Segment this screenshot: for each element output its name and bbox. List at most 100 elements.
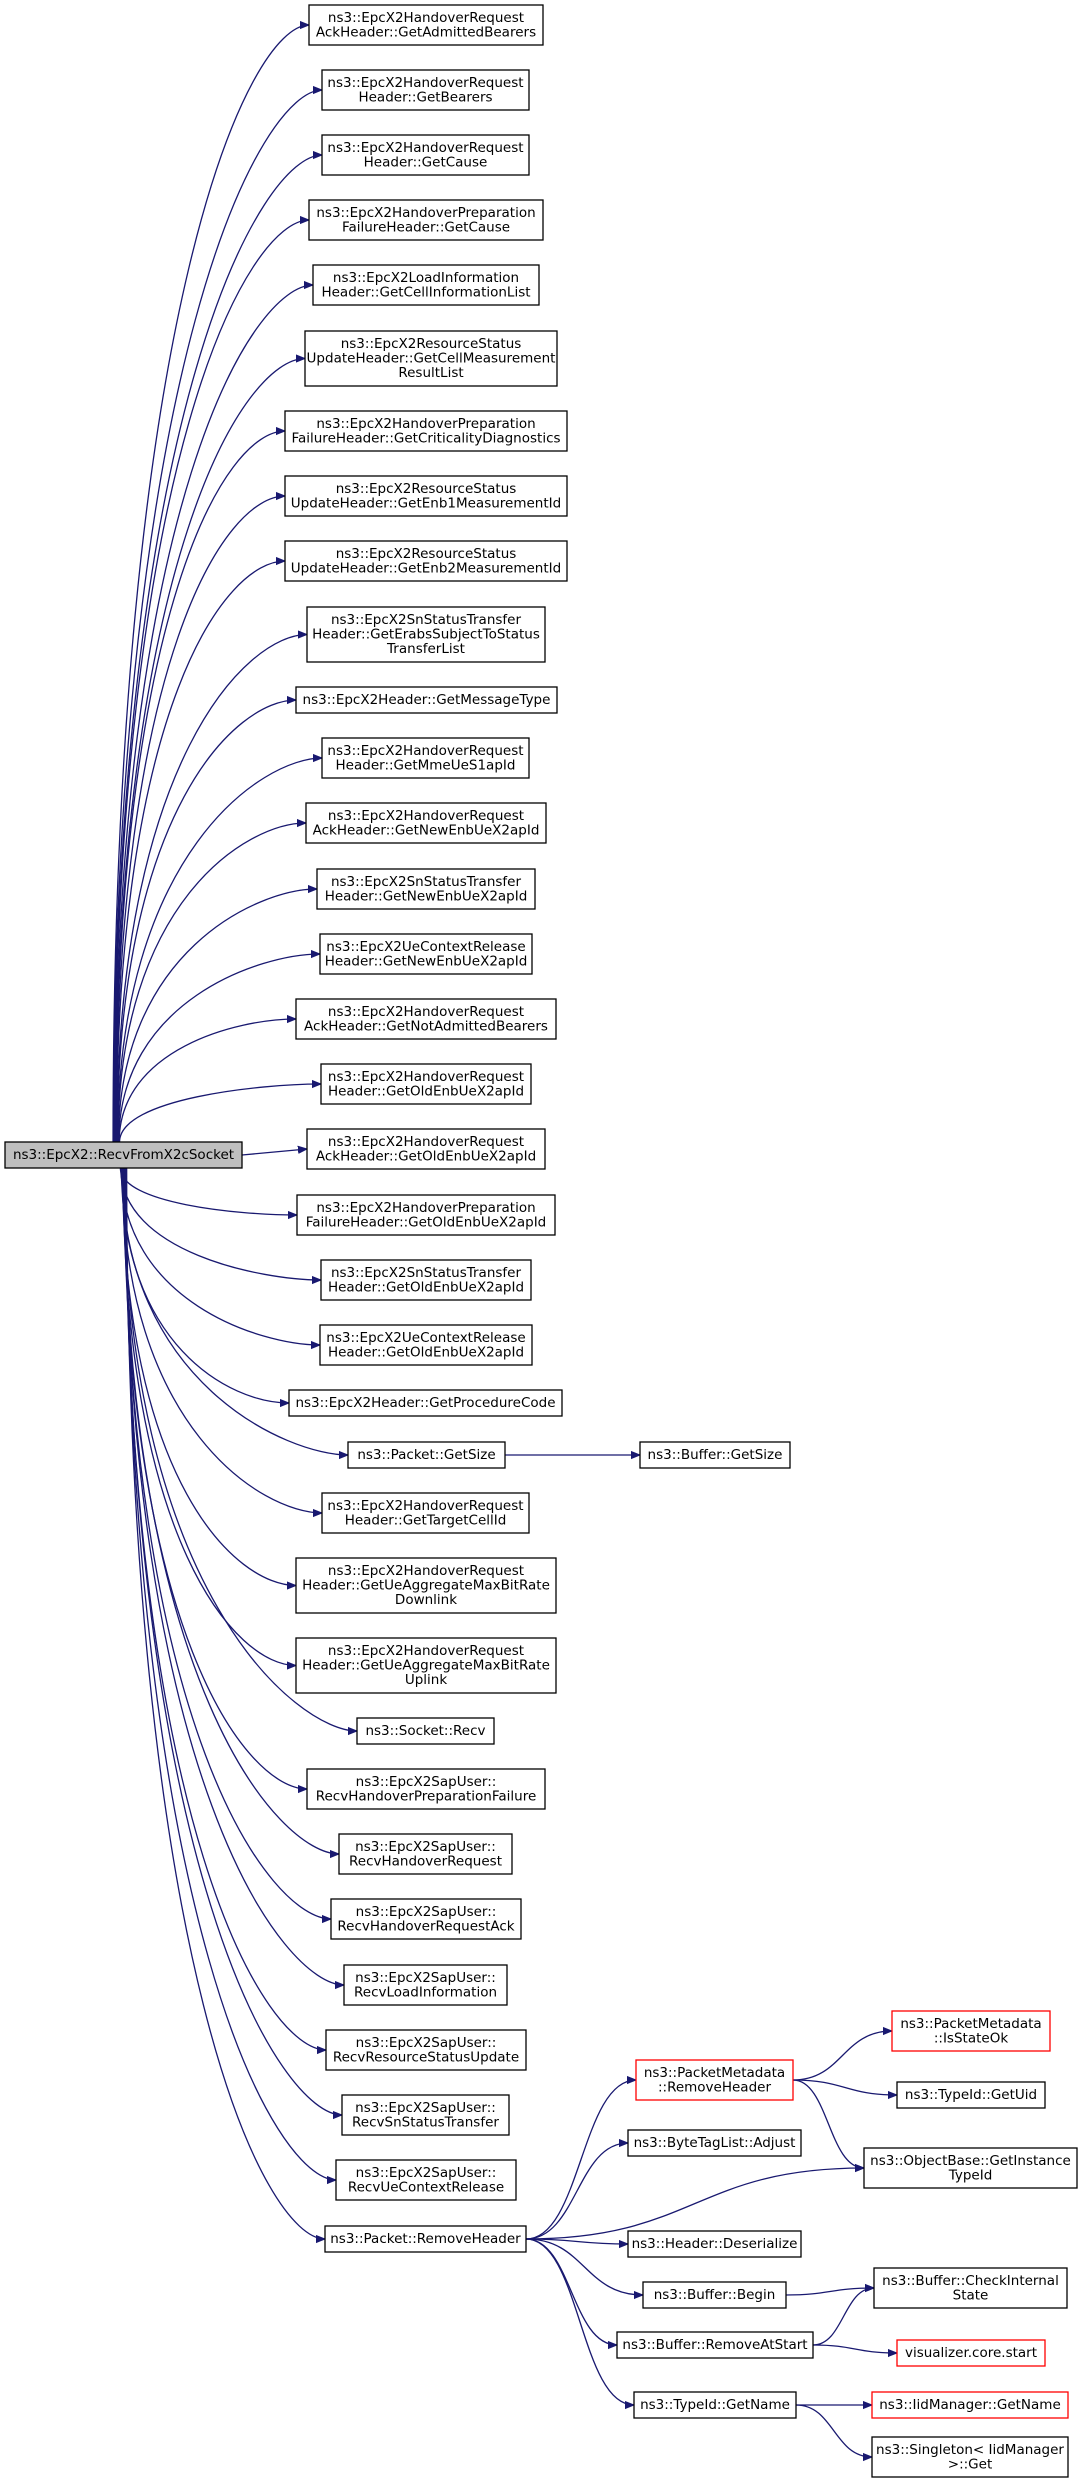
function-node[interactable]: ns3::TypeId::GetUid bbox=[896, 2081, 1046, 2109]
node-box[interactable] bbox=[633, 2391, 797, 2419]
node-box[interactable] bbox=[306, 1768, 546, 1810]
node-box[interactable] bbox=[295, 1637, 557, 1694]
function-node[interactable]: ns3::EpcX2SnStatusTransferHeader::GetEra… bbox=[306, 606, 546, 663]
node-box[interactable] bbox=[325, 2029, 527, 2071]
node-box[interactable] bbox=[319, 1324, 533, 1366]
function-node[interactable]: ns3::EpcX2Header::GetMessageType bbox=[295, 686, 558, 714]
function-node[interactable]: ns3::EpcX2SapUser::RecvHandoverRequest bbox=[338, 1833, 513, 1875]
node-box[interactable] bbox=[635, 2059, 794, 2101]
node-box[interactable] bbox=[330, 1898, 522, 1940]
function-node[interactable]: ns3::EpcX2HandoverRequestHeader::GetUeAg… bbox=[295, 1557, 557, 1614]
node-box[interactable] bbox=[343, 1964, 508, 2006]
function-node[interactable]: ns3::IidManager::GetName bbox=[871, 2391, 1069, 2419]
function-node[interactable]: ns3::EpcX2ResourceStatusUpdateHeader::Ge… bbox=[284, 475, 568, 517]
function-node[interactable]: ns3::EpcX2HandoverRequestHeader::GetMmeU… bbox=[321, 737, 530, 779]
function-node[interactable]: ns3::EpcX2SapUser::RecvHandoverPreparati… bbox=[306, 1768, 546, 1810]
node-box[interactable] bbox=[863, 2147, 1078, 2189]
node-box[interactable] bbox=[295, 1557, 557, 1614]
node-box[interactable] bbox=[616, 2331, 814, 2359]
function-node[interactable]: ns3::EpcX2LoadInformationHeader::GetCell… bbox=[312, 264, 540, 306]
function-node[interactable]: ns3::EpcX2HandoverPreparationFailureHead… bbox=[284, 410, 568, 452]
node-box[interactable] bbox=[627, 2129, 802, 2157]
node-box[interactable] bbox=[316, 868, 536, 910]
node-box[interactable] bbox=[873, 2267, 1068, 2309]
node-box[interactable] bbox=[347, 1441, 506, 1469]
function-node[interactable]: ns3::EpcX2SapUser::RecvResourceStatusUpd… bbox=[325, 2029, 527, 2071]
node-box[interactable] bbox=[871, 2436, 1069, 2478]
function-node[interactable]: ns3::EpcX2ResourceStatusUpdateHeader::Ge… bbox=[284, 540, 568, 582]
function-node[interactable]: ns3::EpcX2ResourceStatusUpdateHeader::Ge… bbox=[304, 330, 558, 387]
function-node[interactable]: ns3::EpcX2HandoverRequestAckHeader::GetO… bbox=[306, 1128, 546, 1170]
function-node[interactable]: ns3::EpcX2SapUser::RecvLoadInformation bbox=[343, 1964, 508, 2006]
node-box[interactable] bbox=[320, 1259, 532, 1301]
node-box[interactable] bbox=[295, 686, 558, 714]
node-box[interactable] bbox=[288, 1389, 563, 1417]
function-node[interactable]: ns3::EpcX2HandoverRequestAckHeader::GetA… bbox=[308, 4, 544, 46]
function-node[interactable]: ns3::Buffer::RemoveAtStart bbox=[616, 2331, 814, 2359]
node-box[interactable] bbox=[4, 1141, 243, 1169]
node-box[interactable] bbox=[304, 330, 558, 387]
function-node[interactable]: ns3::Packet::RemoveHeader bbox=[324, 2225, 527, 2253]
function-node[interactable]: ns3::EpcX2SapUser::RecvSnStatusTransfer bbox=[341, 2094, 510, 2136]
node-box[interactable] bbox=[896, 2339, 1046, 2367]
function-node[interactable]: ns3::Packet::GetSize bbox=[347, 1441, 506, 1469]
node-box[interactable] bbox=[312, 264, 540, 306]
root-function-node[interactable]: ns3::EpcX2::RecvFromX2cSocket bbox=[4, 1141, 243, 1169]
function-node[interactable]: ns3::EpcX2HandoverRequestHeader::GetBear… bbox=[321, 69, 530, 111]
function-node[interactable]: ns3::EpcX2HandoverRequestAckHeader::GetN… bbox=[305, 802, 547, 844]
function-node[interactable]: ns3::EpcX2Header::GetProcedureCode bbox=[288, 1389, 563, 1417]
function-node[interactable]: ns3::EpcX2HandoverRequestHeader::GetTarg… bbox=[321, 1492, 530, 1534]
function-node[interactable]: ns3::EpcX2SnStatusTransferHeader::GetOld… bbox=[320, 1259, 532, 1301]
node-box[interactable] bbox=[891, 2010, 1051, 2052]
node-box[interactable] bbox=[308, 199, 544, 241]
function-node[interactable]: ns3::EpcX2HandoverRequestAckHeader::GetN… bbox=[295, 998, 557, 1040]
node-box[interactable] bbox=[321, 1492, 530, 1534]
function-node[interactable]: ns3::EpcX2HandoverPreparationFailureHead… bbox=[296, 1194, 556, 1236]
node-box[interactable] bbox=[308, 4, 544, 46]
function-node[interactable]: ns3::EpcX2HandoverRequestHeader::GetOldE… bbox=[320, 1063, 532, 1105]
node-box[interactable] bbox=[295, 998, 557, 1040]
function-node[interactable]: ns3::ByteTagList::Adjust bbox=[627, 2129, 802, 2157]
function-node[interactable]: ns3::EpcX2SapUser::RecvUeContextRelease bbox=[335, 2159, 517, 2201]
function-node[interactable]: ns3::PacketMetadata::RemoveHeader bbox=[635, 2059, 794, 2101]
node-box[interactable] bbox=[321, 69, 530, 111]
node-box[interactable] bbox=[896, 2081, 1046, 2109]
node-box[interactable] bbox=[338, 1833, 513, 1875]
function-node[interactable]: ns3::Singleton< IidManager>::Get bbox=[871, 2436, 1069, 2478]
function-node[interactable]: ns3::Buffer::GetSize bbox=[639, 1441, 791, 1469]
function-node[interactable]: ns3::EpcX2UeContextReleaseHeader::GetOld… bbox=[319, 1324, 533, 1366]
function-node[interactable]: ns3::EpcX2HandoverRequestHeader::GetCaus… bbox=[321, 134, 530, 176]
function-node[interactable]: ns3::EpcX2HandoverPreparationFailureHead… bbox=[308, 199, 544, 241]
node-box[interactable] bbox=[639, 1441, 791, 1469]
function-node[interactable]: ns3::Buffer::Begin bbox=[642, 2281, 787, 2309]
function-node[interactable]: ns3::EpcX2UeContextReleaseHeader::GetNew… bbox=[319, 933, 533, 975]
function-node[interactable]: ns3::EpcX2HandoverRequestHeader::GetUeAg… bbox=[295, 1637, 557, 1694]
node-box[interactable] bbox=[319, 933, 533, 975]
node-box[interactable] bbox=[321, 134, 530, 176]
node-box[interactable] bbox=[324, 2225, 527, 2253]
node-box[interactable] bbox=[306, 606, 546, 663]
node-box[interactable] bbox=[642, 2281, 787, 2309]
node-box[interactable] bbox=[305, 802, 547, 844]
node-box[interactable] bbox=[284, 540, 568, 582]
function-node[interactable]: ns3::Header::Deserialize bbox=[627, 2230, 802, 2258]
node-box[interactable] bbox=[284, 410, 568, 452]
node-box[interactable] bbox=[296, 1194, 556, 1236]
function-node[interactable]: ns3::Socket::Recv bbox=[356, 1717, 495, 1745]
node-box[interactable] bbox=[306, 1128, 546, 1170]
function-node[interactable]: ns3::EpcX2SnStatusTransferHeader::GetNew… bbox=[316, 868, 536, 910]
function-node[interactable]: visualizer.core.start bbox=[896, 2339, 1046, 2367]
node-box[interactable] bbox=[341, 2094, 510, 2136]
node-box[interactable] bbox=[627, 2230, 802, 2258]
node-box[interactable] bbox=[335, 2159, 517, 2201]
function-node[interactable]: ns3::EpcX2SapUser::RecvHandoverRequestAc… bbox=[330, 1898, 522, 1940]
node-box[interactable] bbox=[284, 475, 568, 517]
node-box[interactable] bbox=[871, 2391, 1069, 2419]
node-box[interactable] bbox=[321, 737, 530, 779]
node-box[interactable] bbox=[320, 1063, 532, 1105]
function-node[interactable]: ns3::TypeId::GetName bbox=[633, 2391, 797, 2419]
node-box[interactable] bbox=[356, 1717, 495, 1745]
function-node[interactable]: ns3::PacketMetadata::IsStateOk bbox=[891, 2010, 1051, 2052]
